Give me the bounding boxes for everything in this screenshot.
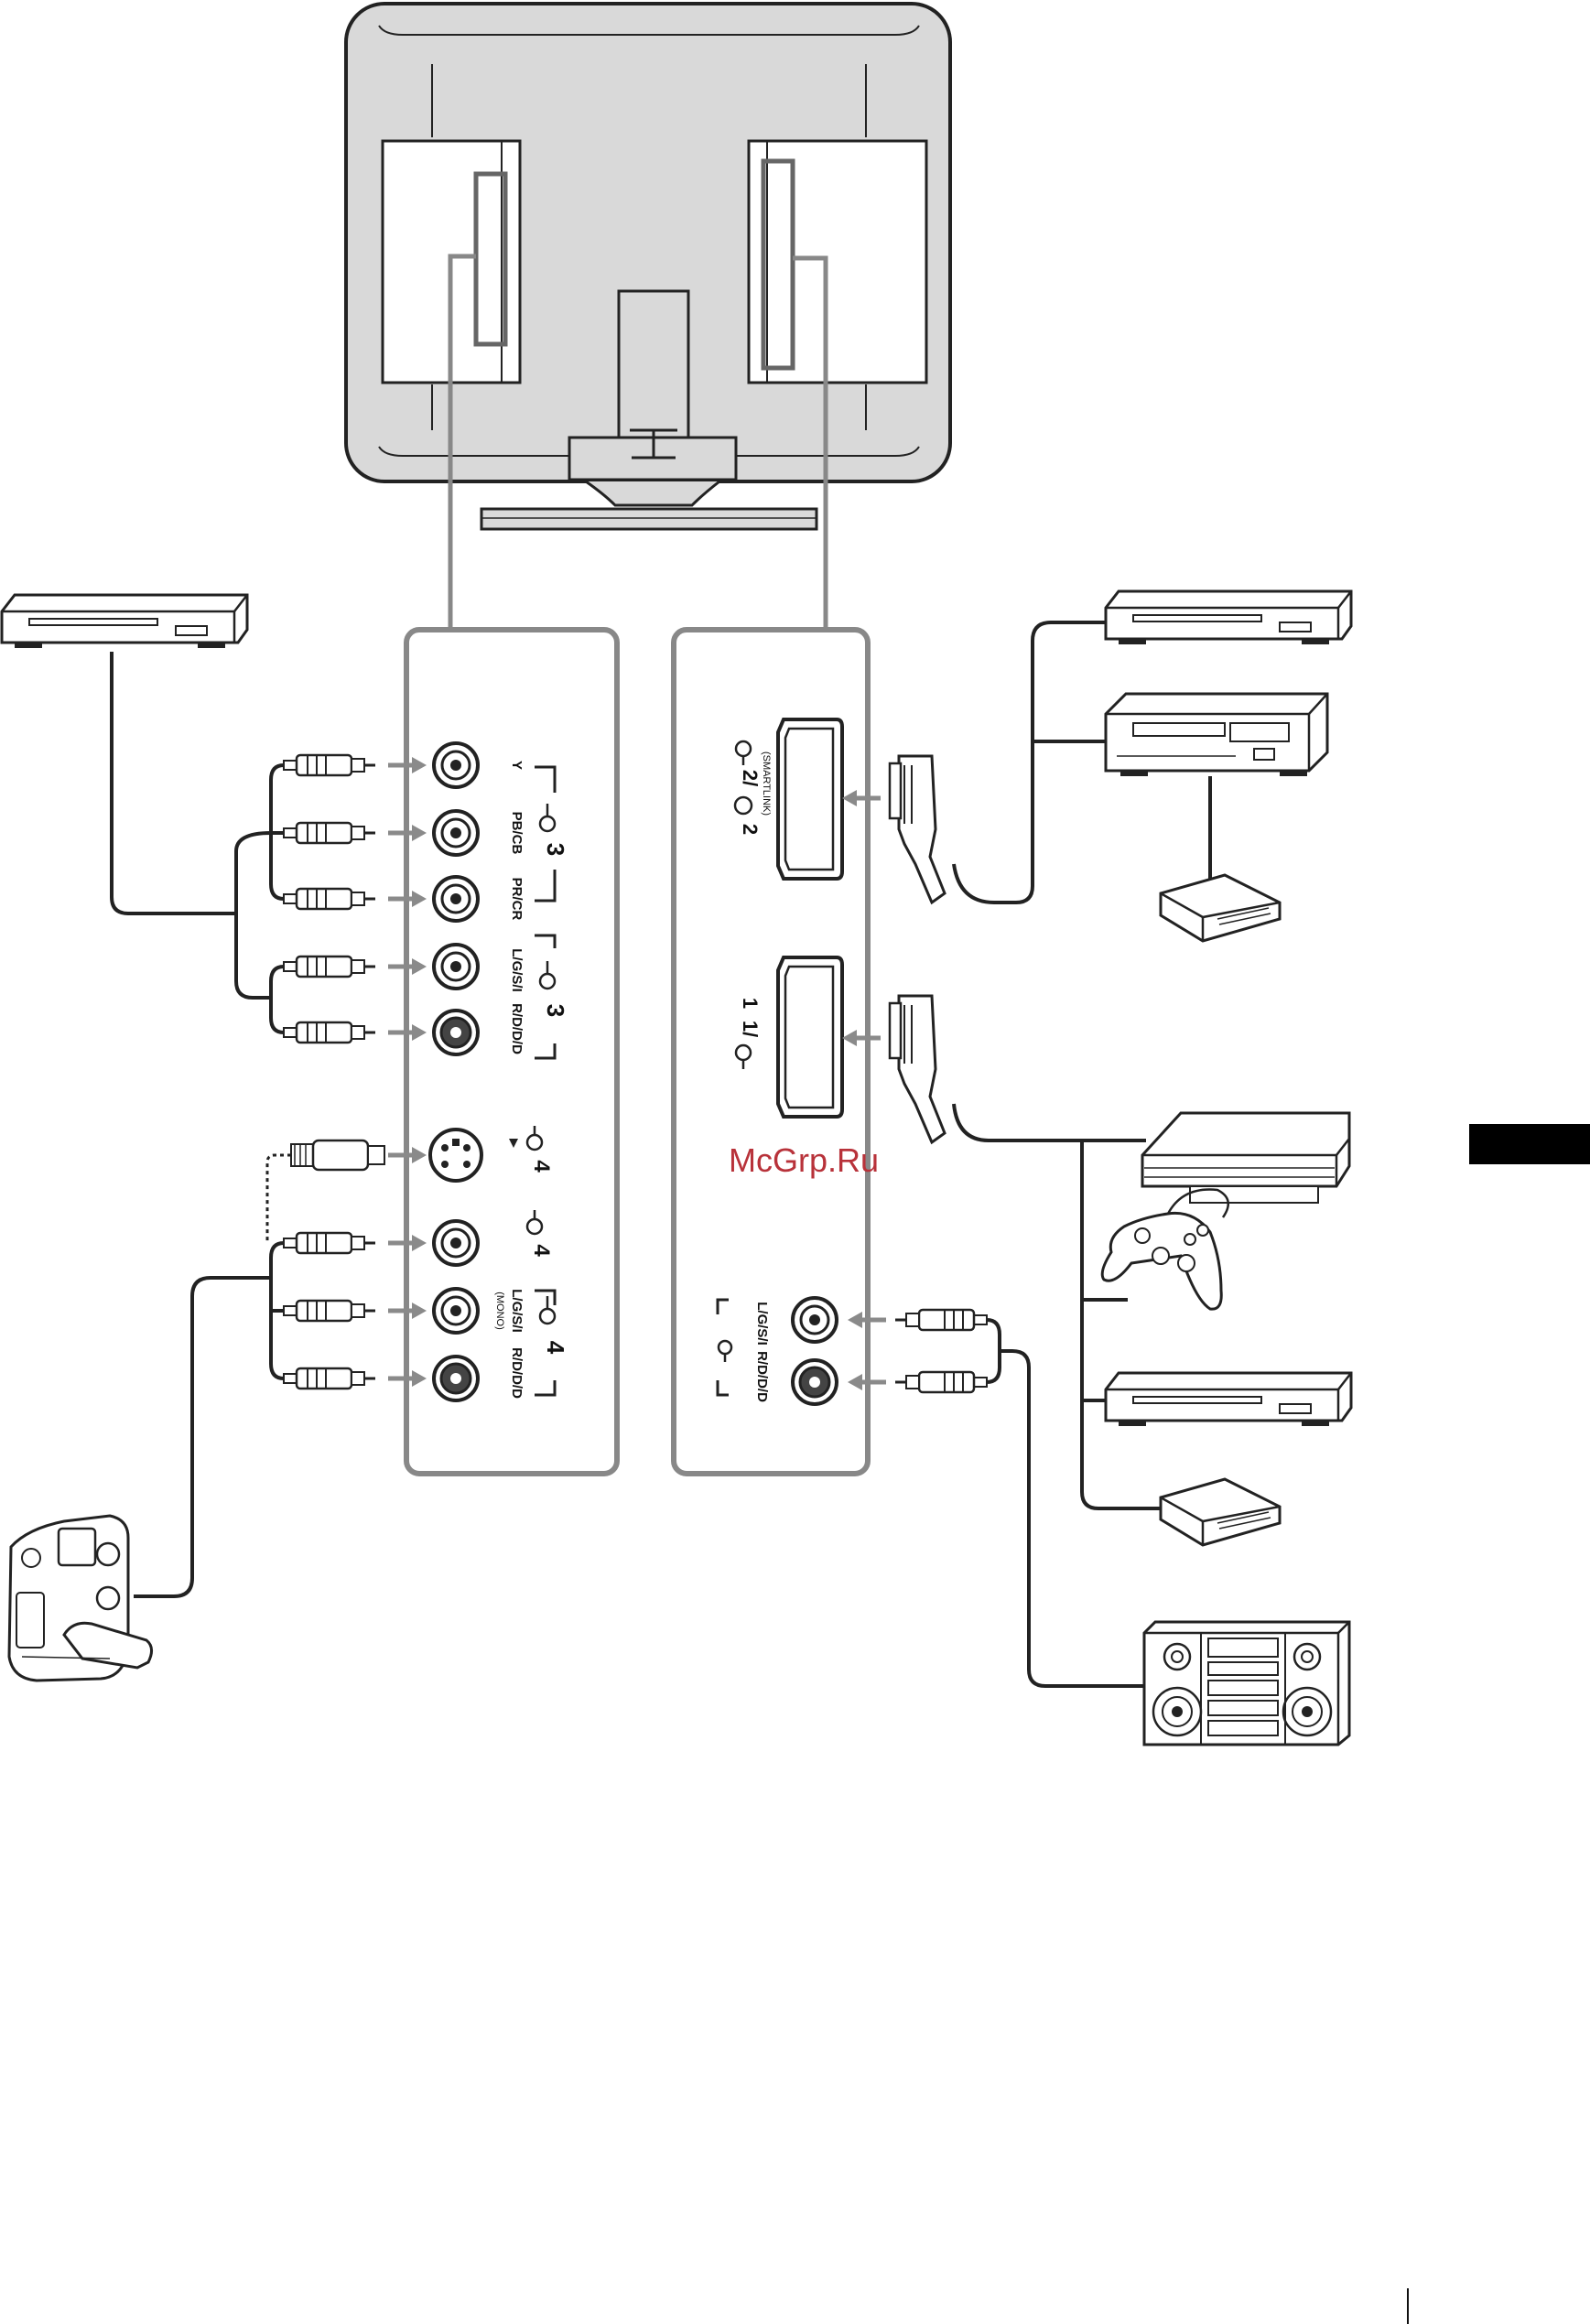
audio-out-label-left: L/G/S/I xyxy=(754,1302,770,1346)
scart-1-number: 1 xyxy=(739,998,762,1009)
audio-jack-3-right[interactable] xyxy=(434,1011,478,1054)
gamepad-icon xyxy=(1102,1190,1228,1310)
audio-4-mono-note: (MONO) xyxy=(494,1292,505,1330)
audio-jack-3-left[interactable] xyxy=(434,945,478,989)
audio-3-number: 3 xyxy=(542,1004,569,1017)
tv-rear-view xyxy=(346,4,950,630)
audio-3-label-left: L/G/S/I xyxy=(509,948,525,992)
audio-4-number: 4 xyxy=(542,1341,569,1355)
svideo-cable xyxy=(267,1140,427,1241)
component-label-pb: PB/CB xyxy=(509,812,525,855)
camcorder-icon xyxy=(9,1516,152,1681)
av-cable xyxy=(134,1233,427,1596)
dvd-player-icon xyxy=(2,595,247,648)
audio-out-cable xyxy=(848,1310,1144,1686)
video-jack-4[interactable] xyxy=(434,1221,478,1265)
game-console-icon xyxy=(1142,1113,1349,1203)
scart-2-smartlink-icon xyxy=(735,797,752,814)
audio-4-label-right: R/D/D/D xyxy=(509,1347,525,1399)
component-jack-y[interactable] xyxy=(434,743,478,787)
video-4-number: 4 xyxy=(529,1244,554,1257)
decoder-icon xyxy=(1161,875,1280,941)
dvd-player-icon xyxy=(1106,1373,1351,1426)
component-group-number: 3 xyxy=(542,843,569,856)
audio-jack-4-left[interactable] xyxy=(434,1289,478,1333)
hifi-system-icon xyxy=(1144,1622,1349,1745)
scart-1-label: 1/ xyxy=(739,1021,762,1037)
component-label-y: Y xyxy=(509,761,525,770)
component-label-pr: PR/CR xyxy=(509,878,525,921)
component-jack-pr[interactable] xyxy=(434,877,478,921)
scart-socket-2[interactable] xyxy=(778,719,842,879)
audio-jack-4-right[interactable] xyxy=(434,1357,478,1400)
watermark: McGrp.Ru xyxy=(729,1141,879,1179)
audio-out-jack-left[interactable] xyxy=(793,1298,837,1342)
dvd-recorder-icon xyxy=(1106,694,1327,879)
scart-socket-1[interactable] xyxy=(778,957,842,1117)
svideo-number: 4 xyxy=(529,1160,554,1173)
component-cable xyxy=(112,652,427,1043)
scart-2-smartlink-note: (SMARTLINK) xyxy=(761,751,772,816)
audio-out-label-right: R/D/D/D xyxy=(754,1351,770,1402)
scart-2-number: 2 xyxy=(739,824,762,835)
scart-2-label: 2/ xyxy=(739,770,762,786)
dvd-player-icon xyxy=(1106,591,1351,644)
component-jack-pb[interactable] xyxy=(434,811,478,855)
svideo-jack[interactable] xyxy=(430,1130,481,1181)
audio-4-label-left: L/G/S/I xyxy=(509,1289,525,1333)
scart-2-cable xyxy=(842,622,1106,903)
audio-out-jack-right[interactable] xyxy=(793,1360,837,1404)
audio-3-label-right: R/D/D/D xyxy=(509,1003,525,1054)
decoder-icon xyxy=(1161,1479,1280,1545)
section-tab xyxy=(1469,1124,1590,1164)
